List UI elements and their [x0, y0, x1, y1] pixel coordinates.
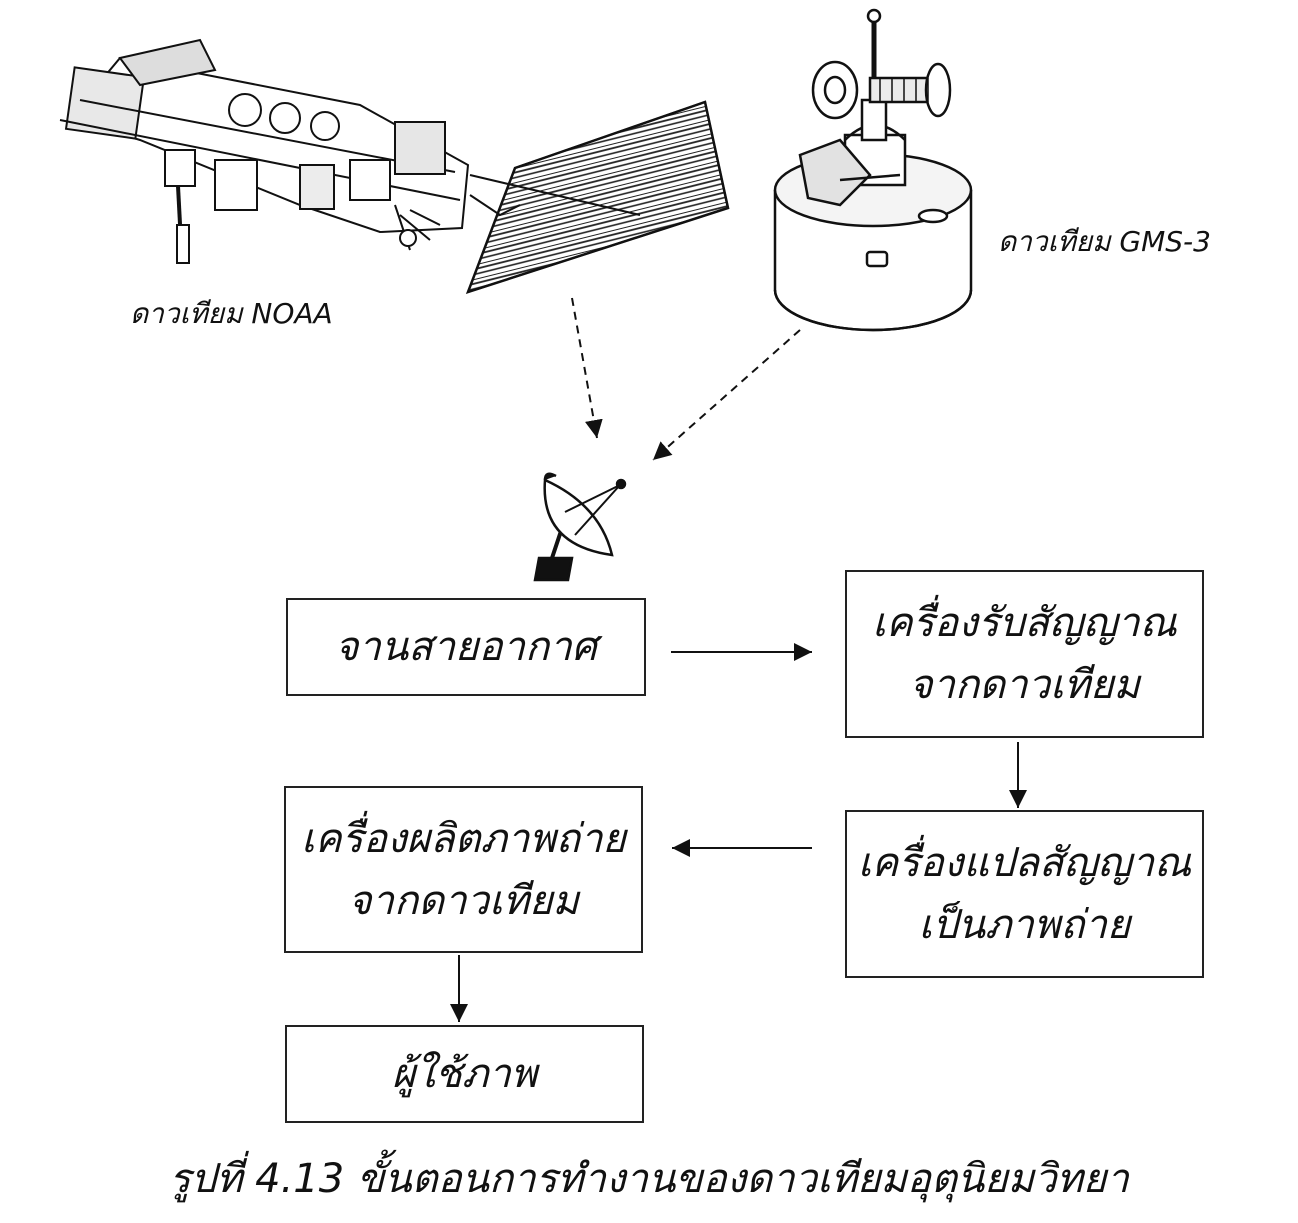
receiver-box-line-1: เครื่องรับสัญญาณ	[872, 600, 1177, 646]
receiver-box: เครื่องรับสัญญาณ จากดาวเทียม	[845, 570, 1204, 738]
user-box: ผู้ใช้ภาพ	[285, 1025, 644, 1123]
user-box-line-1: ผู้ใช้ภาพ	[391, 1051, 538, 1097]
noaa-satellite-label: ดาวเทียม NOAA	[130, 297, 333, 330]
converter-box-line-2: เป็นภาพถ่าย	[918, 902, 1131, 948]
figure-caption: รูปที่ 4.13 ขั้นตอนการทำงานของดาวเทียมอุ…	[169, 1156, 1129, 1202]
converter-box-line-1: เครื่องแปลสัญญาณ	[857, 840, 1192, 886]
noaa-signal-arrow	[571, 297, 603, 439]
gms-signal-arrow	[652, 329, 801, 461]
producer-box-line-2: จากดาวเทียม	[348, 877, 579, 924]
antenna-box: จานสายอากาศ	[286, 598, 646, 696]
gms-satellite-label: ดาวเทียม GMS-3	[998, 225, 1211, 258]
producer-box-line-1: เครื่องผลิตภาพถ่าย	[301, 815, 626, 862]
producer-box: เครื่องผลิตภาพถ่าย จากดาวเทียม	[284, 786, 643, 953]
gms-satellite-illustration	[773, 8, 973, 332]
satellite-dish-icon	[533, 472, 627, 582]
converter-box: เครื่องแปลสัญญาณ เป็นภาพถ่าย	[845, 810, 1204, 978]
noaa-satellite-illustration	[59, 38, 730, 294]
receiver-box-line-2: จากดาวเทียม	[909, 662, 1140, 708]
antenna-box-line-1: จานสายอากาศ	[334, 624, 598, 670]
